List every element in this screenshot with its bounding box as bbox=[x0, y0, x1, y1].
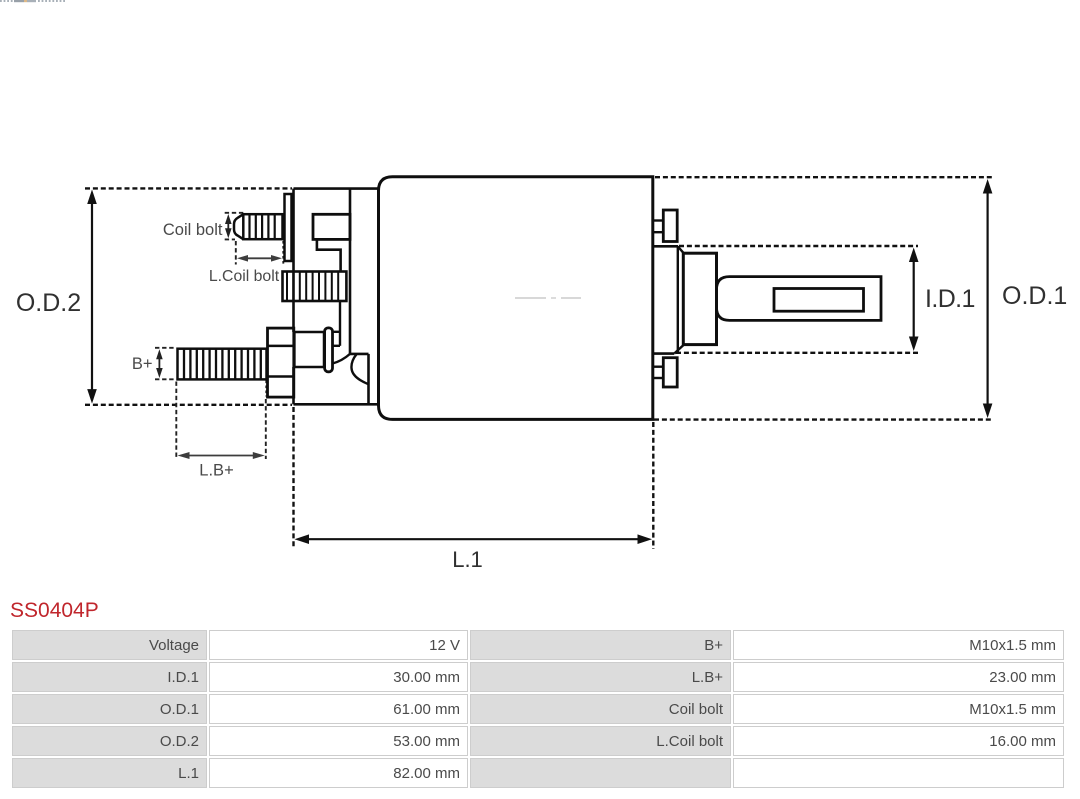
svg-text:L.B+: L.B+ bbox=[199, 462, 233, 480]
svg-text:O.D.2: O.D.2 bbox=[16, 289, 81, 317]
svg-text:B+: B+ bbox=[132, 355, 153, 373]
svg-text:I.D.1: I.D.1 bbox=[925, 285, 975, 313]
svg-text:O.D.1: O.D.1 bbox=[1002, 282, 1067, 310]
svg-text:L.Coil bolt: L.Coil bolt bbox=[209, 268, 280, 285]
svg-text:Coil bolt: Coil bolt bbox=[163, 221, 223, 239]
svg-text:L.1: L.1 bbox=[452, 547, 483, 572]
